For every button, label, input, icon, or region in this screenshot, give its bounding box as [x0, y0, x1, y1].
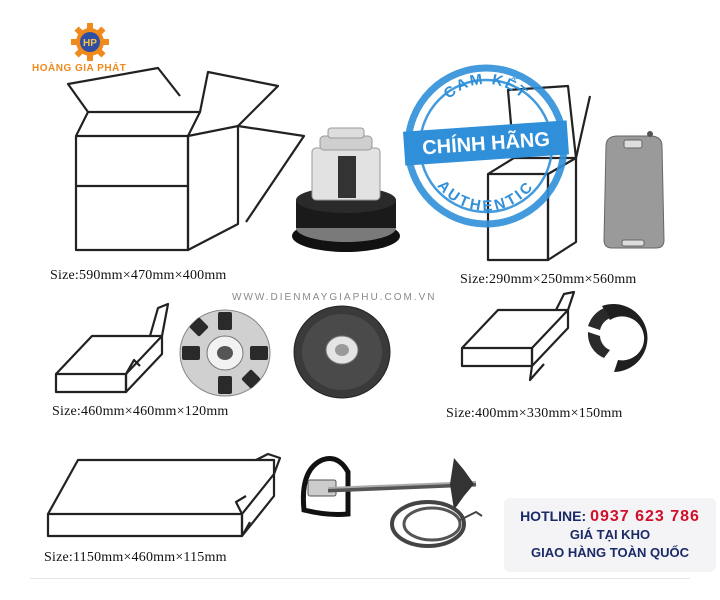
- brand-name: HOÀNG GIA PHÁT: [32, 63, 127, 74]
- warehouse-price-text: GIÁ TẠI KHO: [569, 527, 651, 542]
- brand-logo: HP HOÀNG GIA PHÁT: [32, 22, 162, 82]
- authentic-stamp-icon: CAM KẾT AUTHENTIC CHÍNH HÃNG: [403, 64, 569, 228]
- stamp-bottom-text: AUTHENTIC: [434, 177, 535, 215]
- package-size-label: Size:460mm×460mm×120mm: [52, 404, 229, 419]
- brush-disc-icon: [293, 305, 391, 399]
- flat-box-icon: [460, 290, 576, 382]
- long-box-icon: [46, 452, 282, 538]
- handle-assembly-icon: [300, 456, 483, 548]
- open-box-icon: [66, 66, 306, 252]
- package-size-label: Size:1150mm×460mm×115mm: [44, 550, 227, 565]
- hotline-box: HOTLINE: 0937 623 786 GIÁ TẠI KHO GIAO H…: [504, 498, 716, 572]
- divider: [30, 578, 690, 579]
- nationwide-delivery-text: GIAO HÀNG TOÀN QUỐC: [531, 545, 689, 560]
- motor-unit-icon: [292, 127, 400, 252]
- watermark-text: WWW.DIENMAYGIAPHU.COM.VN: [232, 292, 437, 303]
- logo-monogram: HP: [83, 38, 97, 49]
- hotline-row: HOTLINE: 0937 623 786: [504, 508, 716, 526]
- water-tank-icon: [603, 131, 665, 249]
- weight-ring-icon: [587, 304, 648, 372]
- pad-holder-icon: [179, 309, 271, 397]
- package-size-label: Size:290mm×250mm×560mm: [460, 272, 637, 287]
- svg-text:AUTHENTIC: AUTHENTIC: [434, 177, 538, 215]
- package-size-label: Size:400mm×330mm×150mm: [446, 406, 623, 421]
- package-size-label: Size:590mm×470mm×400mm: [50, 268, 227, 283]
- flat-box-icon: [54, 302, 170, 394]
- gear-logo-icon: HP: [71, 23, 109, 61]
- hotline-number[interactable]: 0937 623 786: [590, 508, 700, 525]
- hotline-label: HOTLINE:: [520, 508, 587, 524]
